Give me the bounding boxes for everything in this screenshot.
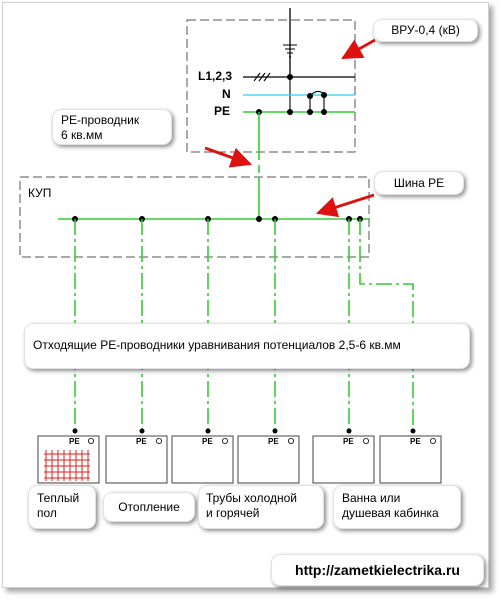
heating-label: Отопление — [103, 492, 195, 522]
site-url[interactable]: http://zametkielectrika.ru — [271, 554, 484, 586]
n-label: N — [222, 87, 231, 101]
bath-label: Ванна или душевая кабинка — [333, 485, 461, 529]
kup-label: КУП — [28, 186, 52, 200]
vru-box — [186, 19, 356, 153]
kup-box — [19, 176, 370, 258]
consumer-box-heating — [105, 435, 168, 484]
l123-label: L1,2,3 — [198, 69, 233, 83]
heated-floor-grid-icon — [44, 450, 90, 481]
pe-label: PE — [214, 104, 231, 118]
outgoing-conductors-callout: Отходящие PE-проводники уравнивания поте… — [24, 323, 470, 369]
pipes-label: Трубы холодной и горячей — [198, 485, 324, 529]
consumer-box-bath-1 — [312, 435, 375, 484]
consumer-pe-tag: PE — [268, 437, 279, 446]
pe-bus-callout: Шина РЕ — [374, 171, 464, 195]
consumer-box-pipes-2 — [237, 435, 300, 484]
heated-floor-label: Теплый пол — [28, 485, 96, 529]
consumer-pe-tag: PE — [410, 437, 421, 446]
consumer-pe-tag: PE — [343, 437, 354, 446]
consumer-pe-tag: PE — [136, 437, 147, 446]
consumer-box-bath-2 — [379, 435, 442, 484]
vru-callout: ВРУ-0,4 (кВ) — [373, 19, 478, 42]
pe-conductor-callout: PE-проводник 6 кв.мм — [52, 109, 172, 145]
consumer-pe-tag: PE — [69, 437, 80, 446]
annotation-arrows — [204, 38, 376, 218]
consumer-box-pipes-1 — [171, 435, 234, 484]
ground-symbol — [283, 44, 297, 58]
consumer-pe-tag: PE — [202, 437, 213, 446]
